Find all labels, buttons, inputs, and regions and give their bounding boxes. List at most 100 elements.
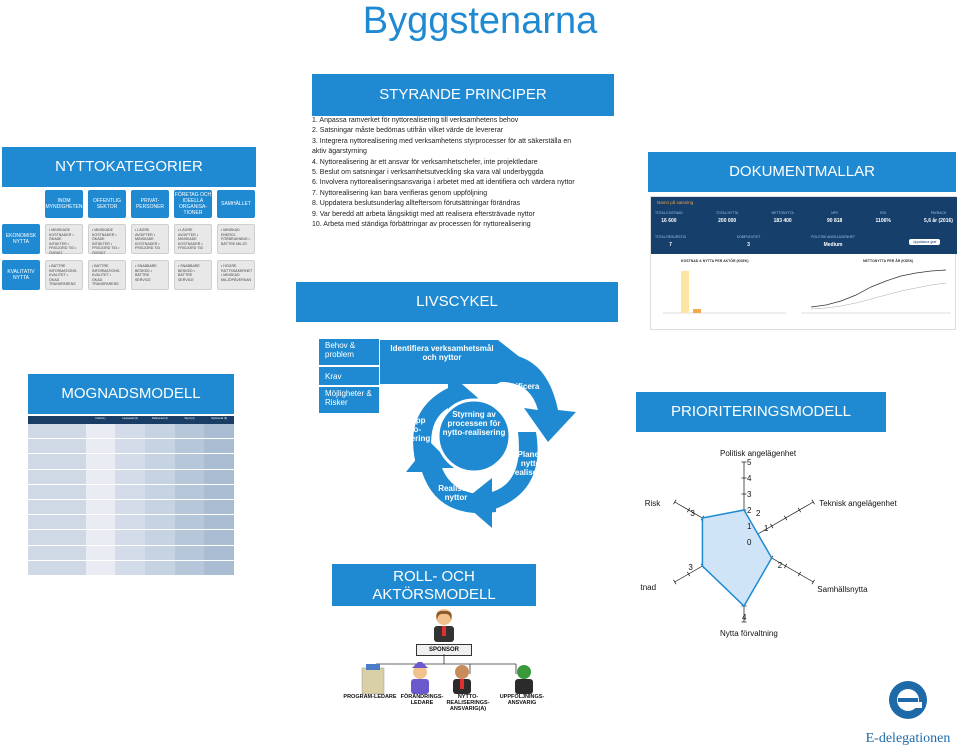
maturity-cell	[28, 560, 86, 576]
metric-value: 1106%	[875, 218, 891, 224]
radar-tick-label: 3	[747, 490, 752, 499]
maturity-cell	[204, 530, 234, 546]
principles-heading: STYRANDE PRINCIPER	[312, 74, 614, 116]
lifecycle-box-needs: Behov & problem	[318, 338, 380, 366]
metric: KOMPLEXITET 3	[737, 235, 761, 248]
maturity-column-header: Styrd (4)	[174, 416, 205, 424]
category-column-header: OFFENTLIG SEKTOR	[88, 190, 126, 218]
radar-value-label: 2	[778, 561, 783, 570]
radar-value-label: 3	[690, 509, 695, 518]
priority-heading: PRIORITERINGSMODELL	[636, 392, 886, 432]
maturity-cell	[144, 424, 175, 440]
category-column-header: FÖRETAG OCH IDEELLA ORGANISA-TIONER	[174, 190, 212, 218]
principle-item: 4. Nyttorealisering är ett ansvar för ve…	[312, 158, 538, 166]
radar-tick	[687, 507, 691, 513]
sponsor-figure	[424, 608, 464, 644]
metric: NPV 90 818	[827, 211, 842, 224]
radar-axis-label: Nytta förvaltning	[720, 629, 778, 638]
category-row-header: KVALITATIV NYTTA	[2, 260, 40, 290]
arrow-follow	[413, 372, 478, 472]
metric-label: TOTAL KOSTNAD	[655, 211, 683, 215]
arrow-specify	[496, 353, 576, 442]
maturity-cell	[174, 545, 205, 561]
category-cell: • SNABBARE BESKED • BÄTTRE SERVICE	[131, 260, 169, 290]
radar-tick-label: 1	[747, 522, 752, 531]
metric-label: NPV	[831, 211, 839, 215]
maturity-cell	[28, 530, 86, 546]
maturity-cell	[85, 439, 116, 455]
maturity-column-header: Optimerad (5)	[204, 416, 234, 424]
actor-label: UPPFÖLJNINGS-ANSVARIG	[499, 694, 545, 706]
maturity-cell	[144, 499, 175, 516]
maturity-cell	[28, 469, 86, 485]
radar-tick-label: 2	[747, 506, 752, 515]
metric-value: 90 818	[827, 218, 843, 224]
maturity-cell	[204, 469, 234, 485]
metric-value: 3	[747, 242, 750, 248]
maturity-cell	[174, 469, 205, 485]
category-column-header: SAMHÄLLET	[217, 190, 255, 218]
maturity-cell	[144, 545, 175, 561]
radar-axis-label: Risk	[645, 499, 662, 508]
radar-tick-label: 0	[747, 538, 752, 547]
radar-tick-label: 4	[747, 474, 752, 483]
maturity-cell	[85, 515, 116, 531]
maturity-cell	[28, 424, 86, 440]
maturity-cell	[144, 469, 175, 485]
lifecycle-box-requirements: Krav	[318, 366, 380, 386]
maturity-table: Initial (1)Upprepad (2)Definierad (3)Sty…	[28, 416, 234, 576]
maturity-cell	[144, 484, 175, 500]
metric-value: 5,6 år (2016)	[924, 218, 953, 224]
maturity-cell	[115, 424, 145, 440]
maturity-cell	[28, 515, 86, 531]
maturity-cell	[204, 515, 234, 531]
maturity-cell	[85, 484, 116, 500]
chart1-title: KOSTNAD & NYTTA PER AKTÖR (KSEK)	[681, 259, 749, 263]
radar-tick	[797, 507, 801, 513]
step-specify: Specificera nyttor	[496, 382, 540, 400]
maturity-cell	[174, 424, 205, 440]
arrow-identify	[380, 340, 526, 384]
metric-value: 183 400	[773, 218, 792, 224]
step-center: Styrning av processen för nytto-realiser…	[442, 410, 506, 437]
step-follow: Följ upp nytto-realisering	[389, 416, 431, 443]
category-cell: • BÄTTRE INFORMATIONS-KVALITET • ÖKAD TR…	[88, 260, 126, 290]
maturity-cell	[174, 439, 205, 455]
maturity-cell	[174, 499, 205, 516]
maturity-cell	[174, 454, 205, 470]
lifecycle-boxes: Behov & problem Krav Möjligheter & Riske…	[318, 338, 380, 414]
maturity-cell	[204, 545, 234, 561]
maturity-cell	[144, 454, 175, 470]
maturity-cell	[85, 454, 116, 470]
principle-item: 9. Var beredd att arbeta långsiktigt med…	[312, 210, 535, 218]
maturity-cell	[85, 424, 116, 440]
radar-axis-label: Kostnad	[640, 583, 656, 592]
metric-label: ROI	[880, 211, 887, 215]
metric-label: TOTAL NYTTA	[716, 211, 739, 215]
principle-item: 10. Arbeta med ständiga förbättringar av…	[312, 221, 531, 229]
chart-line	[810, 282, 947, 310]
principle-item: 1. Anpassa ramverket för nyttorealiserin…	[312, 117, 519, 124]
update-graph-button[interactable]: Uppdatera graf	[909, 239, 941, 245]
radar-value-label: 1	[764, 524, 769, 533]
maturity-cell	[204, 439, 234, 455]
maturity-cell	[144, 515, 175, 531]
principle-item: aktiv ägarstyrning	[312, 148, 367, 156]
maturity-cell	[85, 560, 116, 576]
metric-label: KOMPLEXITET	[736, 235, 761, 239]
maturity-cell	[204, 454, 234, 470]
radar-value-label: 3	[688, 563, 693, 572]
category-cell: • BÄTTRE INFORMATIONS-KVALITET • ÖKAD TR…	[45, 260, 83, 290]
chart2-title: NETTONYTTA PER ÅR (KSEK)	[863, 259, 914, 263]
radar-tick	[673, 579, 677, 585]
radar-tick	[797, 571, 801, 577]
principle-item: 6. Involvera nyttorealiseringsansvariga …	[312, 179, 575, 187]
step-realize: Realisera nyttor	[438, 484, 474, 502]
